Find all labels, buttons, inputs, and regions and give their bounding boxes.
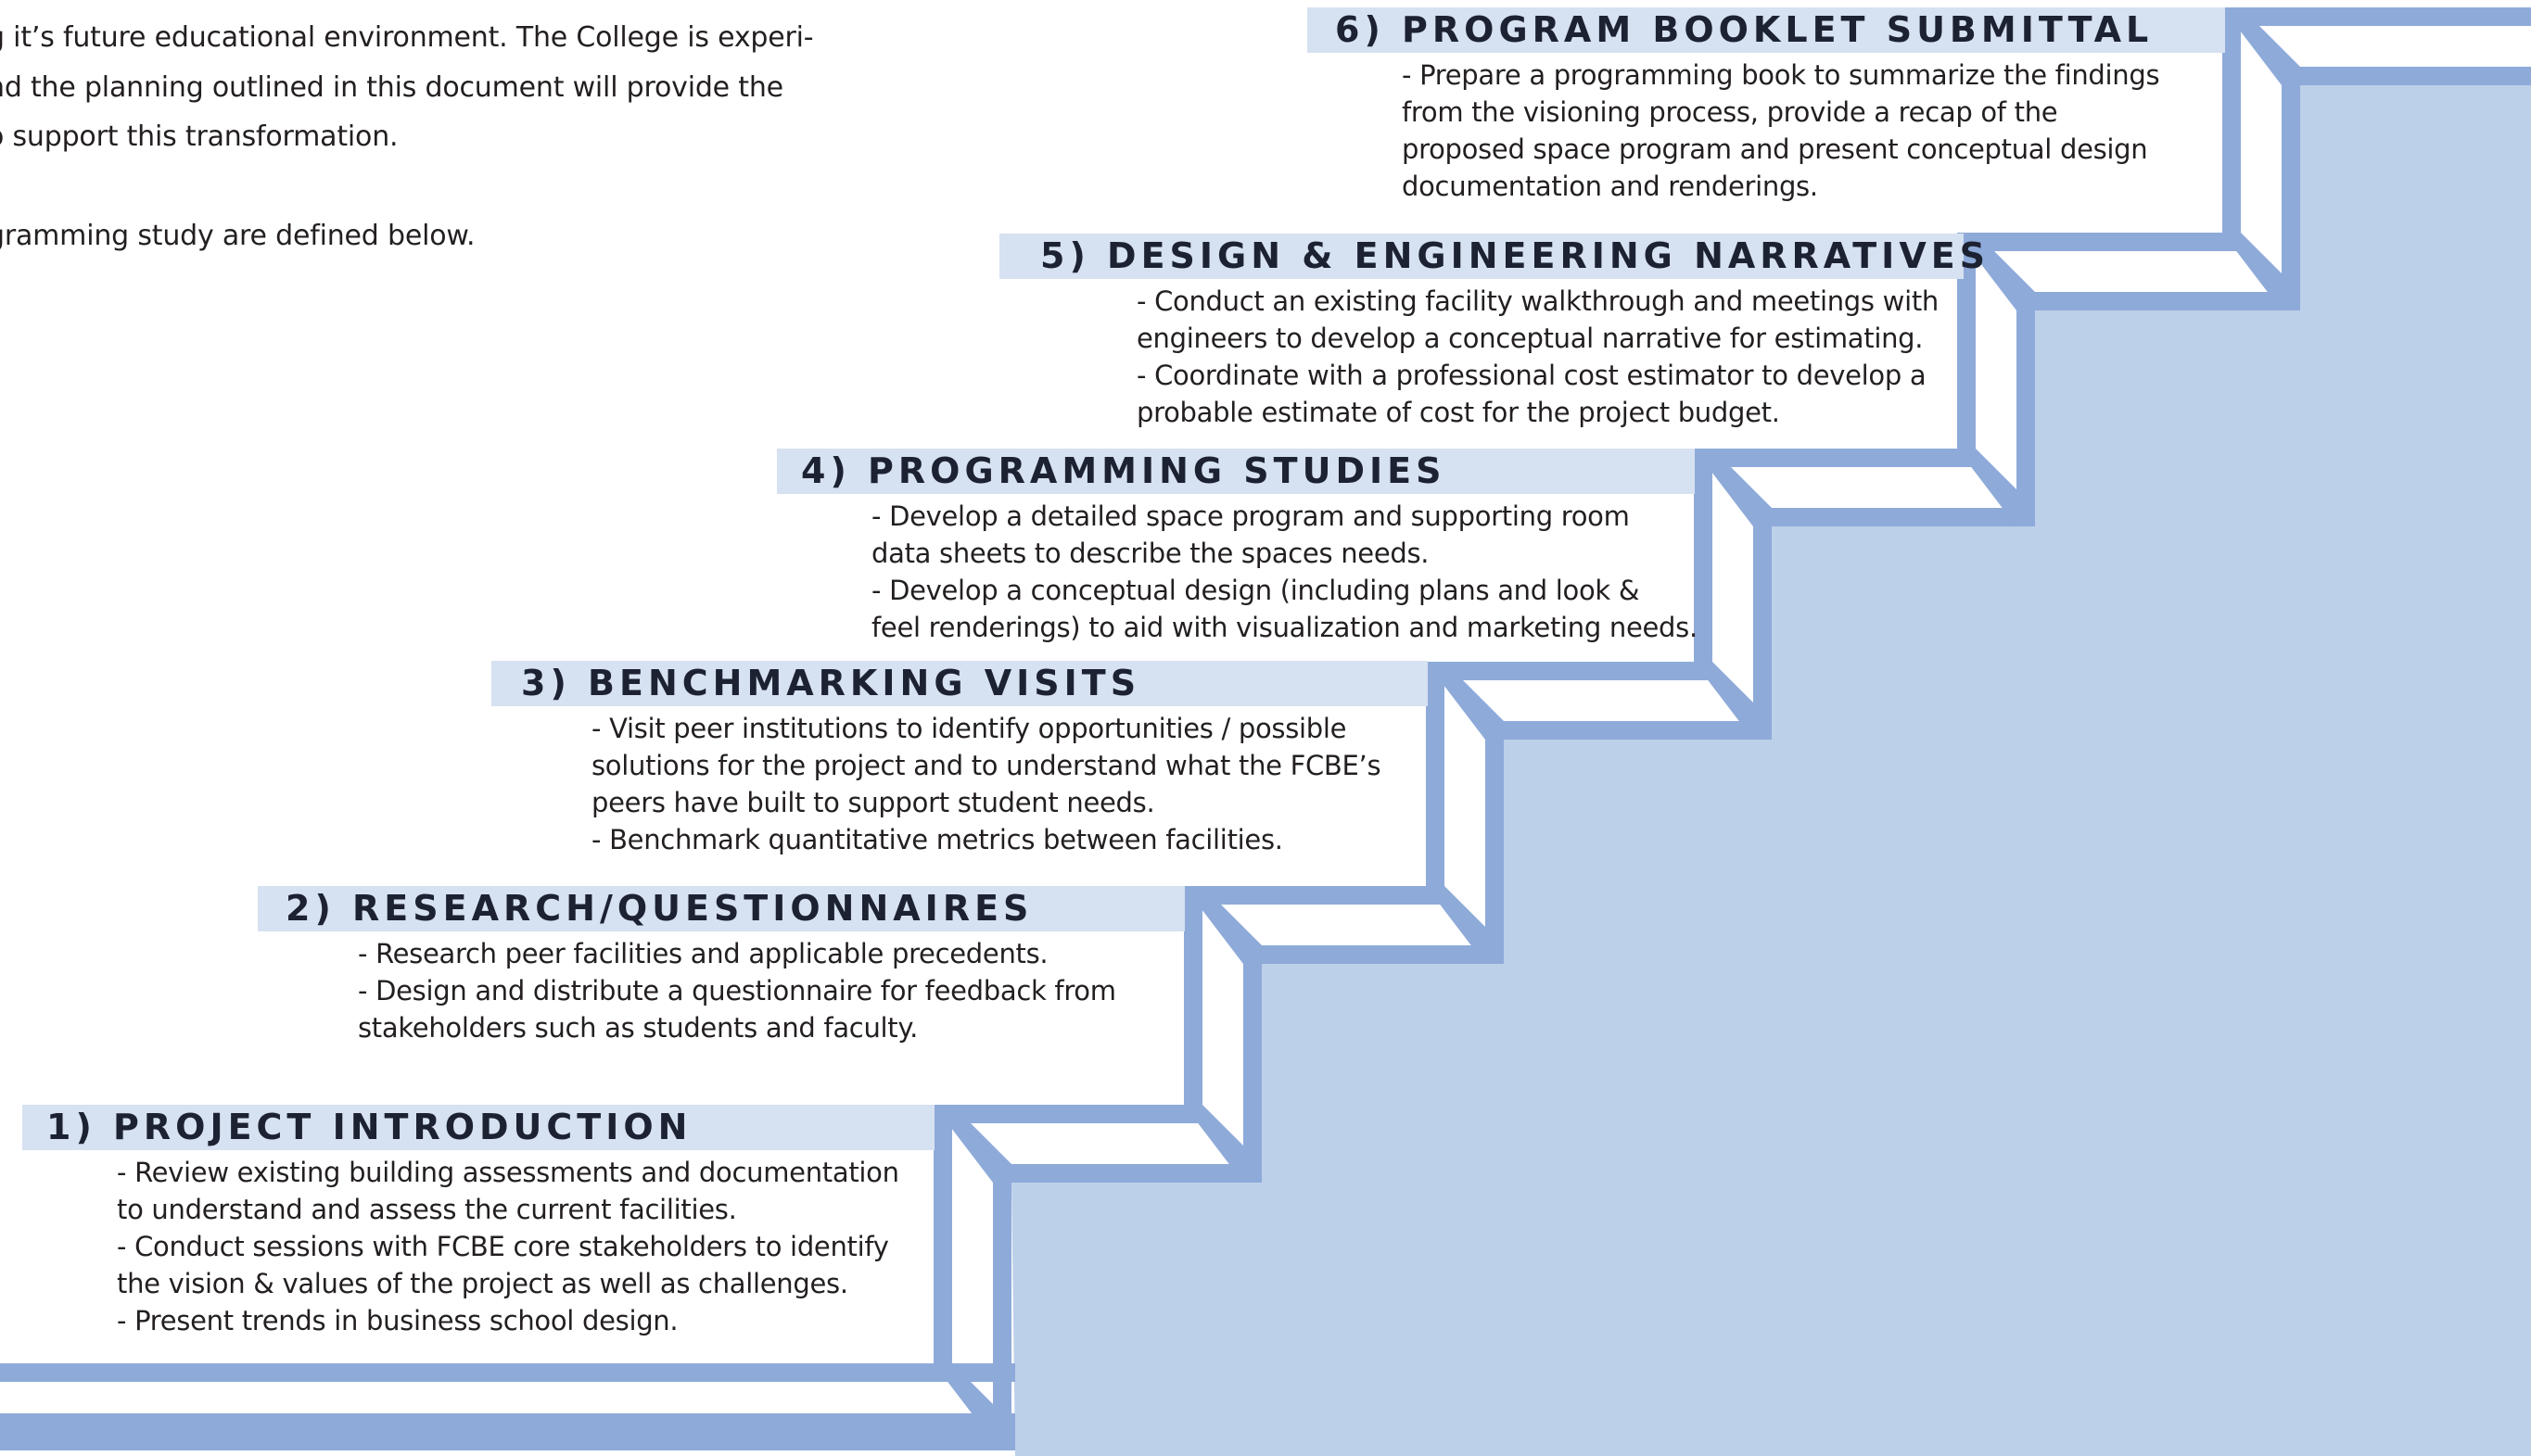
step-description-line: - Research peer facilities and applicabl…: [358, 938, 1049, 969]
stair-riser: [1694, 449, 1712, 680]
stair-edge-diagonal: [1957, 449, 2035, 526]
step-description-line: - Develop a detailed space program and s…: [871, 500, 1630, 532]
stair-tread: [1426, 662, 1712, 680]
step-description-line: - Prepare a programming book to summariz…: [1402, 59, 2160, 91]
stair-side-fill: [1011, 85, 2531, 1456]
step-description-line: - Conduct an existing facility walkthrou…: [1137, 285, 1939, 317]
step-description-line: - Conduct sessions with FCBE core stakeh…: [117, 1231, 889, 1262]
step-description-line: solutions for the project and to underst…: [591, 750, 1381, 781]
step-description-line: - Review existing building assessments a…: [117, 1157, 899, 1188]
step-title: 1) PROJECT INTRODUCTION: [46, 1107, 693, 1147]
stair-tread: [1957, 233, 2241, 251]
stair-tread-back: [2282, 67, 2531, 85]
stair-edge-diagonal: [2222, 7, 2300, 85]
intro-line: gramming study are defined below.: [0, 220, 476, 252]
stair-riser-back: [1485, 721, 1504, 964]
step-title: 3) BENCHMARKING VISITS: [521, 663, 1141, 703]
intro-line: o support this transformation.: [0, 120, 399, 153]
stair-tread: [2222, 7, 2531, 26]
intro-line: nd the planning outlined in this documen…: [0, 70, 783, 104]
step-description-line: proposed space program and present conce…: [1402, 133, 2148, 165]
step-description: - Visit peer institutions to identify op…: [591, 710, 1381, 858]
stair-tread-back: [1753, 508, 2035, 526]
step-title-band: [491, 661, 1428, 706]
stair-tread-back: [993, 1164, 1262, 1183]
step-description: - Review existing building assessments a…: [117, 1154, 899, 1339]
stair-riser: [1426, 662, 1444, 905]
step-description-line: - Design and distribute a questionnaire …: [358, 975, 1116, 1007]
stair-edge-diagonal: [1426, 886, 1504, 964]
step-title: 6) PROGRAM BOOKLET SUBMITTAL: [1335, 9, 2154, 50]
step-title-band: [777, 449, 1695, 494]
stair-tread: [1184, 886, 1444, 905]
step-description-line: the vision & values of the project as we…: [117, 1268, 848, 1299]
step-description-line: peers have built to support student need…: [591, 787, 1155, 818]
step-description-line: - Coordinate with a professional cost es…: [1137, 360, 1927, 391]
step-description: - Research peer facilities and applicabl…: [358, 935, 1116, 1046]
step-title: 4) PROGRAMMING STUDIES: [801, 450, 1446, 491]
stair-tread-back: [1485, 721, 1772, 740]
step-description-line: to understand and assess the current fac…: [117, 1194, 737, 1225]
step-title-band: [1307, 7, 2225, 53]
step-title-band: [22, 1105, 935, 1150]
stair-edge-diagonal: [1184, 886, 1262, 964]
stair-edge-diagonal: [1694, 449, 1772, 526]
step-description: - Develop a detailed space program and s…: [871, 498, 1698, 646]
step-description-line: probable estimate of cost for the projec…: [1137, 397, 1780, 428]
stair-edge-diagonal: [1957, 233, 2035, 310]
stair-edge-diagonal: [934, 1363, 1011, 1441]
step-description-line: - Present trends in business school desi…: [117, 1305, 679, 1336]
step-description: - Prepare a programming book to summariz…: [1402, 57, 2160, 205]
step-description-line: stakeholders such as students and facult…: [358, 1012, 919, 1044]
ground-line: [0, 1363, 1015, 1382]
step-title: 2) RESEARCH/QUESTIONNAIRES: [286, 888, 1034, 929]
stair-riser-back: [2282, 67, 2300, 310]
step-description-line: feel renderings) to aid with visualizati…: [871, 612, 1698, 643]
stair-riser-back: [2016, 292, 2035, 526]
stair-tread-back: [1243, 945, 1504, 964]
stair-tread: [934, 1105, 1202, 1123]
step-description-line: documentation and renderings.: [1402, 171, 1818, 202]
step-description-line: from the visioning process, provide a re…: [1402, 96, 2058, 128]
stair-edge-diagonal: [1426, 662, 1504, 740]
ground-base: [0, 1413, 1015, 1450]
stair-riser: [2222, 7, 2241, 251]
stair-edge-diagonal: [2222, 233, 2300, 310]
step-description-line: - Benchmark quantitative metrics between…: [591, 824, 1283, 855]
stair-riser-back: [1753, 508, 1772, 740]
step-description-line: - Visit peer institutions to identify op…: [591, 713, 1347, 744]
stair-riser: [1957, 233, 1976, 467]
step-title-band: [258, 886, 1185, 931]
stair-riser-back: [993, 1164, 1011, 1441]
stair-tread: [1694, 449, 1976, 467]
intro-paragraph: g it’s future educational environment. T…: [0, 13, 814, 261]
stair-tread-back: [2016, 292, 2300, 310]
stair-riser-back: [1243, 945, 1262, 1183]
step-description: - Conduct an existing facility walkthrou…: [1137, 283, 1939, 431]
intro-line: g it’s future educational environment. T…: [0, 21, 814, 54]
intro-spacer: [0, 162, 803, 212]
stair-riser: [1184, 886, 1202, 1123]
step-description-line: - Develop a conceptual design (including…: [871, 575, 1640, 606]
step-title-band: [999, 234, 1964, 279]
stair-edge-diagonal: [934, 1105, 1011, 1183]
stair-riser: [934, 1105, 952, 1382]
step-description-line: data sheets to describe the spaces needs…: [871, 538, 1430, 569]
step-description-line: engineers to develop a conceptual narrat…: [1137, 323, 1924, 354]
step-title: 5) DESIGN & ENGINEERING NARRATIVES: [1040, 235, 1990, 276]
stair-edge-diagonal: [1184, 1105, 1262, 1183]
stair-edge-diagonal: [1694, 662, 1772, 740]
